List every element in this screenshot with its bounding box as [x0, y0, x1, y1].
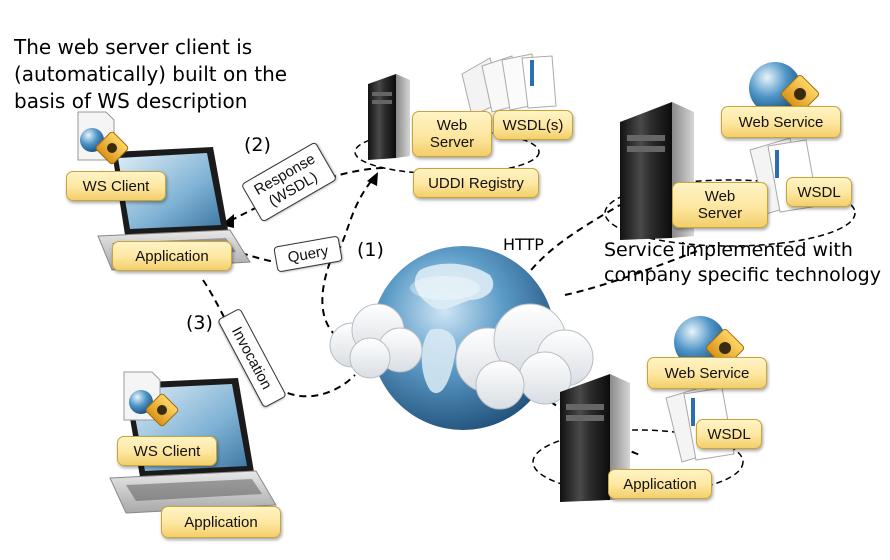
web-service-bottom-label: Web Service [647, 357, 767, 389]
service-note: Service implemented with company specifi… [604, 238, 881, 288]
web-service-top-label: Web Service [721, 106, 841, 138]
bottom-server [560, 374, 630, 502]
provider-server-label: Web Server [672, 182, 768, 228]
step-1-label: (1) [357, 239, 384, 261]
registry-to-cloud-line [321, 261, 336, 336]
application-top-label: Application [112, 241, 232, 271]
step-2-label: (2) [244, 134, 271, 156]
registry-wsdl-docs [461, 53, 557, 117]
registry-server-label-line-1: Web [436, 117, 468, 134]
step-3-label: (3) [186, 312, 213, 334]
ws-client-top-label: WS Client [66, 171, 166, 201]
client-note-line-3: basis of WS description [14, 89, 248, 113]
client-note-line-1: The web server client is [14, 35, 253, 59]
bottom-wsdl-label: WSDL [696, 419, 762, 449]
application-bottom-right-label: Application [608, 469, 712, 499]
client-note: The web server client is (automatically)… [14, 34, 287, 115]
cloud-right [455, 303, 594, 410]
client-note-line-2: (automatically) built on the [14, 62, 288, 86]
registry-wsdl-label: WSDL(s) [493, 110, 573, 140]
uddi-registry-label: UDDI Registry [413, 168, 539, 198]
service-note-line-2: company specific technology [604, 264, 881, 286]
cloud-left [329, 303, 423, 379]
query-line-to-app [195, 235, 276, 263]
cloud-to-provider-line [564, 249, 701, 296]
query-line [329, 179, 373, 263]
ws-client-bottom-icon [123, 371, 179, 427]
provider-server-label-line-2: Server [697, 205, 743, 222]
web-service-top-icon [749, 62, 820, 114]
provider-server-label-line-1: Web [704, 188, 736, 205]
application-bottom-left-label: Application [161, 506, 281, 538]
registry-server-label: Web Server [412, 111, 492, 157]
ws-client-top-icon [77, 111, 129, 165]
web-service-bottom-icon [674, 316, 745, 368]
provider-ellipse [604, 179, 856, 247]
service-note-line-1: Service implemented with [604, 239, 853, 261]
provider-wsdl-label: WSDL [786, 177, 852, 207]
ws-client-bottom-label: WS Client [117, 436, 217, 466]
http-label: HTTP [503, 235, 544, 254]
registry-server [368, 74, 410, 160]
query-arrowhead [367, 172, 378, 186]
registry-server-label-line-2: Server [429, 134, 475, 151]
